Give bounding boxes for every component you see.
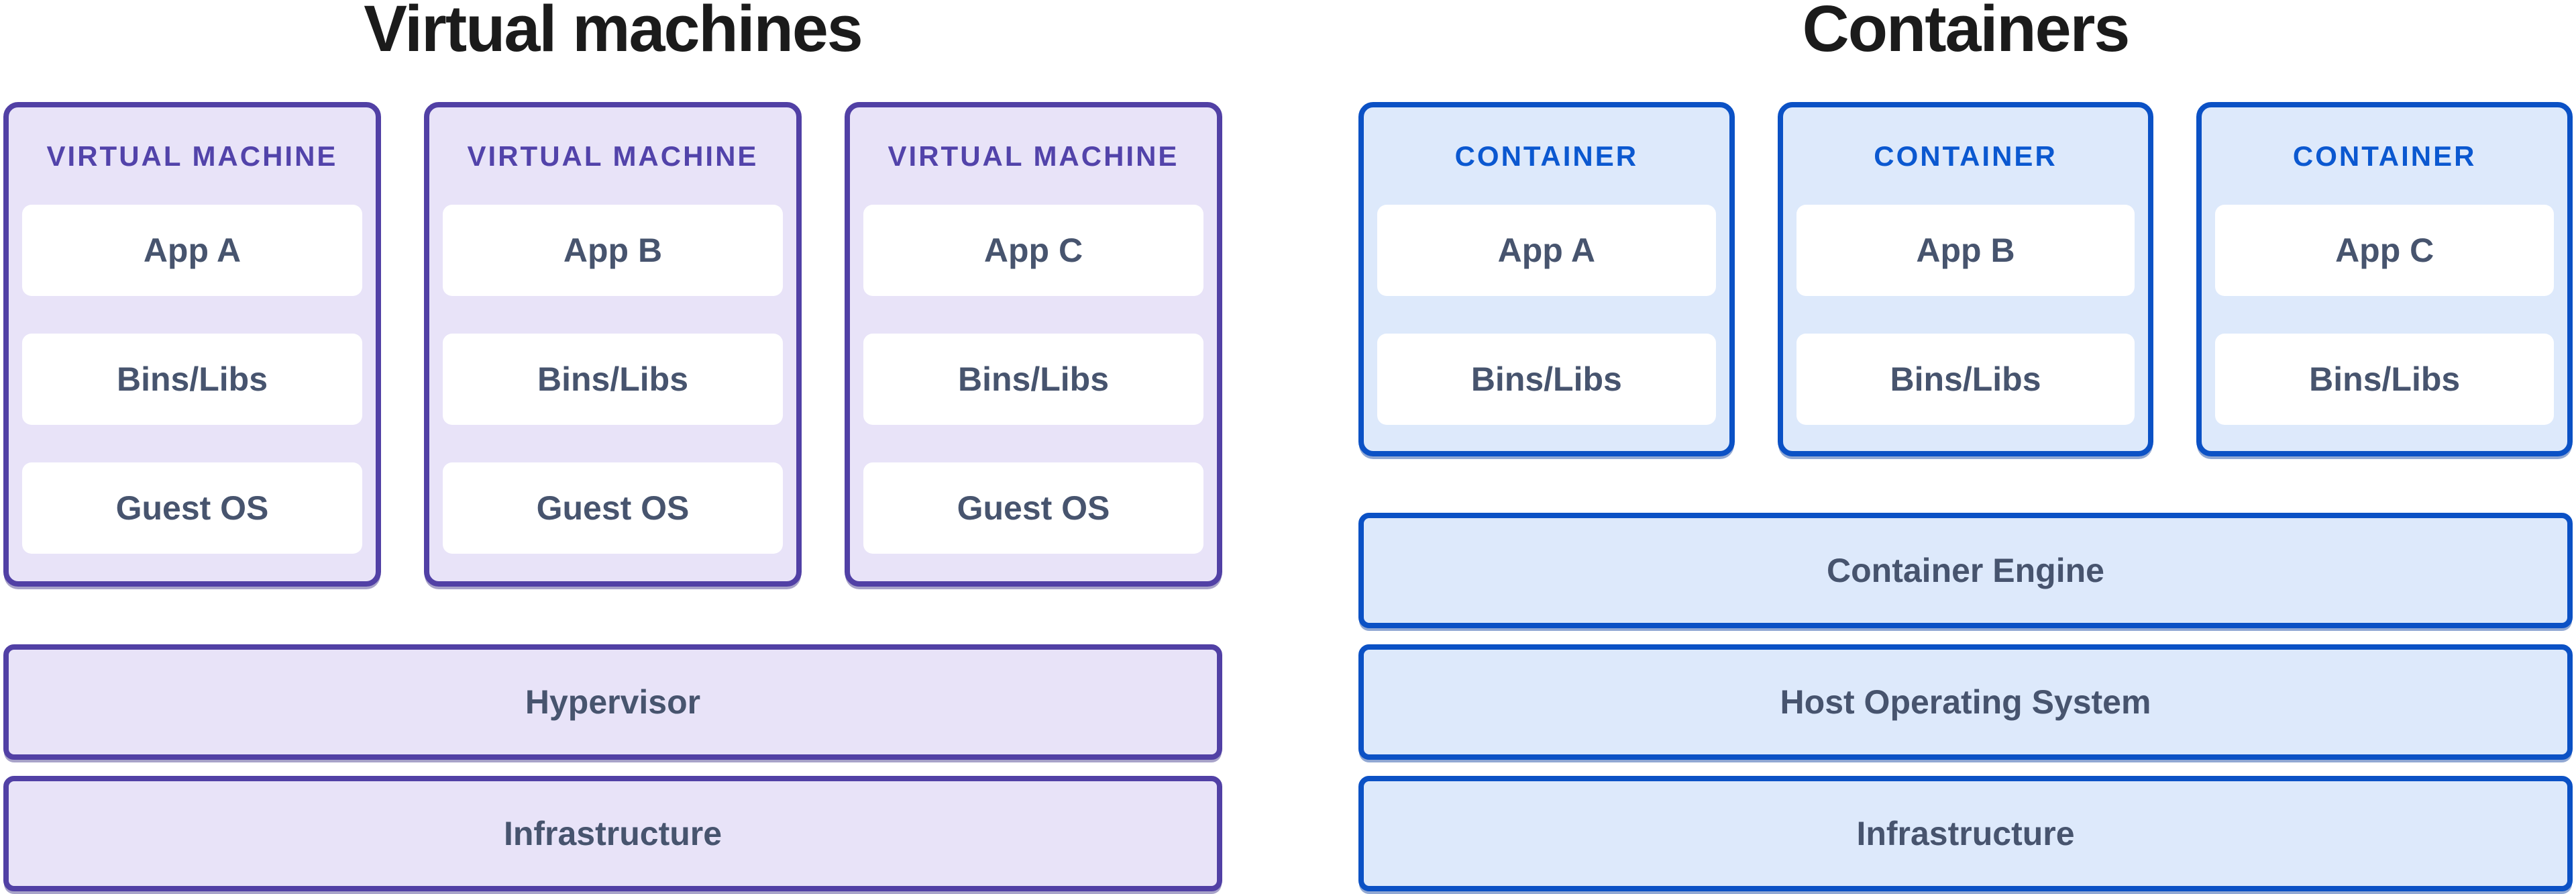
container-2-bins-libs-box: Bins/Libs [1796,334,2135,425]
container-engine-bar: Container Engine [1358,513,2573,628]
vm-2-app-box: App B [443,205,783,296]
hypervisor-bar: Hypervisor [3,644,1222,760]
containers-column: Containers CONTAINER App A Bins/Libs CON… [1358,0,2573,894]
container-3-app-box: App C [2215,205,2555,296]
vm-infrastructure-bar: Infrastructure [3,776,1222,891]
vm-3-app-box: App C [863,205,1203,296]
container-card-3: CONTAINER App C Bins/Libs [2196,102,2573,456]
vm-card-1: VIRTUAL MACHINE App A Bins/Libs Guest OS [3,102,381,587]
container-card-1-header: CONTAINER [1454,140,1639,172]
vm-card-3-header: VIRTUAL MACHINE [888,140,1179,172]
container-card-2-header: CONTAINER [1874,140,2057,172]
container-card-1: CONTAINER App A Bins/Libs [1358,102,1735,456]
virtual-machines-title: Virtual machines [364,0,863,65]
virtual-machines-column: Virtual machines VIRTUAL MACHINE App A B… [3,0,1222,894]
host-operating-system-bar: Host Operating System [1358,644,2573,760]
container-card-3-header: CONTAINER [2292,140,2477,172]
container-3-bins-libs-box: Bins/Libs [2215,334,2555,425]
container-2-app-box: App B [1796,205,2135,296]
container-card-2: CONTAINER App B Bins/Libs [1777,102,2154,456]
vm-2-bins-libs-box: Bins/Libs [443,334,783,425]
vm-cards-row: VIRTUAL MACHINE App A Bins/Libs Guest OS… [3,102,1222,587]
vm-card-2: VIRTUAL MACHINE App B Bins/Libs Guest OS [424,102,802,587]
container-1-app-box: App A [1377,205,1716,296]
vm-card-1-header: VIRTUAL MACHINE [46,140,338,172]
vm-1-bins-libs-box: Bins/Libs [22,334,362,425]
container-1-bins-libs-box: Bins/Libs [1377,334,1716,425]
container-cards-row: CONTAINER App A Bins/Libs CONTAINER App … [1358,102,2573,456]
vm-card-2-header: VIRTUAL MACHINE [467,140,759,172]
vm-3-bins-libs-box: Bins/Libs [863,334,1203,425]
vm-2-guest-os-box: Guest OS [443,462,783,554]
vm-1-app-box: App A [22,205,362,296]
containers-title: Containers [1802,0,2131,65]
vm-card-3: VIRTUAL MACHINE App C Bins/Libs Guest OS [845,102,1222,587]
vm-1-guest-os-box: Guest OS [22,462,362,554]
container-infrastructure-bar: Infrastructure [1358,776,2573,891]
vm-3-guest-os-box: Guest OS [863,462,1203,554]
